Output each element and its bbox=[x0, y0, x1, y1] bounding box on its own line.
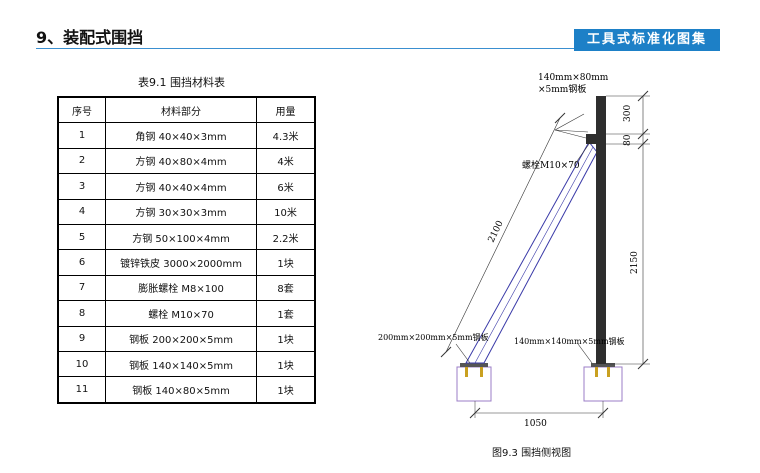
column-header: 序号 bbox=[57, 96, 107, 124]
row-number: 9 bbox=[57, 325, 107, 352]
anchor-bolt bbox=[595, 367, 598, 377]
quantity: 4.3米 bbox=[256, 122, 316, 149]
vertical-post bbox=[596, 96, 606, 364]
leader-line bbox=[554, 113, 585, 131]
dimension-label-300: 300 bbox=[623, 105, 633, 122]
material-name: 钢板 200×200×5mm bbox=[105, 325, 258, 352]
dimension-line-diagonal bbox=[445, 117, 561, 353]
quantity: 6米 bbox=[256, 173, 316, 200]
dimension-tick bbox=[440, 346, 452, 358]
material-name: 方钢 50×100×4mm bbox=[105, 223, 258, 251]
material-name: 方钢 30×30×3mm bbox=[105, 198, 258, 225]
right-base-plate bbox=[591, 363, 615, 367]
quantity: 1套 bbox=[256, 300, 316, 327]
anchor-bolt bbox=[465, 367, 468, 377]
material-name: 螺栓 M10×70 bbox=[105, 300, 258, 327]
diagonal-length-label: 2100 bbox=[487, 219, 506, 244]
diagonal-brace-centerline bbox=[474, 146, 594, 364]
quantity: 2.2米 bbox=[256, 223, 316, 251]
quantity: 1块 bbox=[256, 325, 316, 352]
material-name: 方钢 40×40×4mm bbox=[105, 173, 258, 200]
dimension-label-2150: 2150 bbox=[630, 251, 640, 274]
header-banner: 工具式标准化图集 bbox=[574, 29, 720, 51]
figure-caption: 图9.3 围挡侧视图 bbox=[492, 448, 572, 459]
table-caption: 表9.1 围挡材料表 bbox=[138, 76, 225, 89]
right-footing bbox=[583, 366, 623, 402]
quantity: 4米 bbox=[256, 147, 316, 175]
dimension-label-1050: 1050 bbox=[524, 419, 547, 429]
dimension-tick bbox=[597, 407, 609, 419]
leader-line bbox=[554, 129, 589, 133]
page-title: 9、装配式围挡 bbox=[36, 28, 144, 47]
row-number: 7 bbox=[57, 274, 107, 302]
leader-line bbox=[577, 343, 593, 364]
side-view-drawing: 140mm×80mm ×5mm钢板 螺栓M10×70 2100 200mm×20… bbox=[378, 73, 650, 429]
dimension-tick bbox=[637, 358, 649, 370]
material-name: 膨胀螺栓 M8×100 bbox=[105, 274, 258, 302]
row-number: 6 bbox=[57, 249, 107, 276]
anchor-bolt bbox=[480, 367, 483, 377]
dimension-tick bbox=[637, 90, 649, 102]
dimension-tick bbox=[554, 112, 566, 124]
quantity: 10米 bbox=[256, 198, 316, 225]
left-base-plate bbox=[460, 363, 488, 367]
row-number: 10 bbox=[57, 350, 107, 378]
dimension-tick bbox=[469, 407, 481, 419]
left-plate-label: 200mm×200mm×5mm钢板 bbox=[378, 332, 489, 342]
material-name: 方钢 40×80×4mm bbox=[105, 147, 258, 175]
row-number: 5 bbox=[57, 223, 107, 251]
dimension-tick bbox=[637, 128, 649, 140]
dimension-label-80: 80 bbox=[623, 134, 633, 146]
row-number: 11 bbox=[57, 376, 107, 404]
quantity: 1块 bbox=[256, 249, 316, 276]
plate-top-label: 140mm×80mm bbox=[538, 73, 609, 83]
plate-top-label: ×5mm钢板 bbox=[538, 83, 586, 95]
row-number: 4 bbox=[57, 198, 107, 225]
row-number: 3 bbox=[57, 173, 107, 200]
material-name: 角钢 40×40×3mm bbox=[105, 122, 258, 149]
dimension-tick bbox=[637, 138, 649, 150]
quantity: 8套 bbox=[256, 274, 316, 302]
material-name: 钢板 140×80×5mm bbox=[105, 376, 258, 404]
quantity: 1块 bbox=[256, 350, 316, 378]
quantity: 1块 bbox=[256, 376, 316, 404]
left-footing bbox=[456, 366, 492, 402]
row-number: 2 bbox=[57, 147, 107, 175]
column-header: 材料部分 bbox=[105, 96, 258, 124]
material-name: 钢板 140×140×5mm bbox=[105, 350, 258, 378]
connection-plate bbox=[586, 134, 596, 144]
leader-line bbox=[574, 143, 590, 165]
column-header: 用量 bbox=[256, 96, 316, 124]
anchor-bolt bbox=[607, 367, 610, 377]
material-name: 镀锌铁皮 3000×2000mm bbox=[105, 249, 258, 276]
row-number: 1 bbox=[57, 122, 107, 149]
table-header-row: 序号 材料部分 用量 bbox=[57, 96, 316, 124]
leader-line bbox=[455, 343, 471, 364]
row-number: 8 bbox=[57, 300, 107, 327]
bolt-label: 螺栓M10×70 bbox=[522, 159, 580, 171]
right-plate-label: 140mm×140mm×5mm钢板 bbox=[514, 336, 625, 346]
header-divider bbox=[36, 48, 580, 49]
leader-line bbox=[554, 129, 587, 139]
